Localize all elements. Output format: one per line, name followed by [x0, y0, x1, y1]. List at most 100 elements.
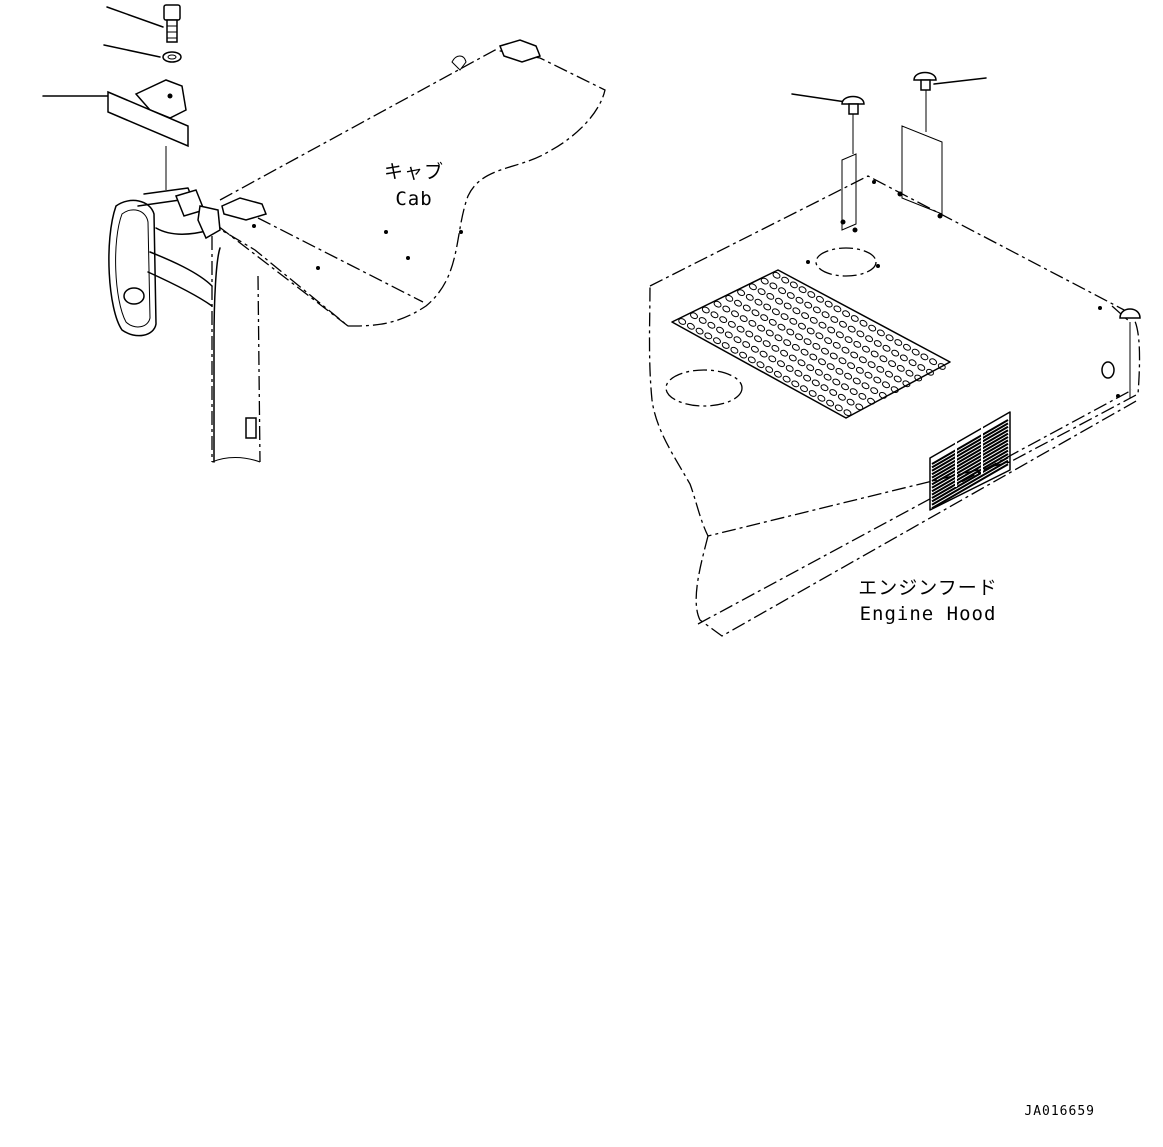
mesh-slot — [786, 292, 795, 299]
mesh-slot — [762, 340, 771, 347]
mesh-slot — [754, 298, 763, 306]
mesh-slot — [818, 358, 826, 366]
hood-latch — [1119, 308, 1141, 319]
mesh-slot — [835, 331, 844, 339]
bolt — [163, 4, 181, 43]
cab-assembly: キャブ Cab — [42, 4, 606, 463]
mesh-slot — [765, 366, 774, 373]
mesh-slot — [827, 326, 836, 334]
mesh-slot — [801, 312, 810, 319]
mesh-slot — [920, 353, 929, 361]
leader-line-washer — [103, 44, 161, 58]
louvre-slat — [931, 429, 1009, 476]
louvre-slat — [931, 436, 1009, 482]
hood-cap-right — [913, 71, 937, 91]
mesh-slot — [678, 318, 687, 325]
mesh-slot — [829, 389, 838, 396]
mesh-slot — [686, 322, 695, 330]
mesh-slot — [833, 305, 842, 313]
mesh-slot — [806, 364, 815, 371]
mesh-slot — [911, 348, 920, 356]
louvre-slat — [931, 439, 1009, 486]
mesh-slot — [903, 343, 911, 351]
mesh-slot — [873, 340, 882, 347]
mesh-slot — [778, 287, 787, 295]
mesh-slot — [759, 350, 768, 358]
mesh-slot — [773, 370, 782, 378]
mesh-slot — [747, 356, 756, 364]
mesh-slot — [788, 354, 797, 362]
mesh-slot — [716, 326, 725, 334]
mesh-slot — [722, 305, 731, 313]
mesh-slot — [742, 304, 751, 312]
mesh-slot — [926, 368, 934, 376]
mesh-slot — [780, 349, 789, 357]
mesh-slot — [701, 306, 710, 314]
mesh-slot — [809, 353, 818, 361]
mesh-slot — [820, 384, 829, 392]
mesh-slot — [736, 325, 745, 333]
mesh-slot — [698, 317, 707, 324]
mesh-slot — [771, 345, 780, 352]
mesh-slot — [804, 301, 813, 309]
mesh-slot — [704, 332, 713, 340]
mesh-slot — [815, 332, 824, 340]
mesh-slot — [853, 341, 862, 348]
mesh-slot — [783, 302, 792, 310]
mesh-slot — [859, 319, 868, 327]
mesh-slot — [768, 319, 777, 326]
mesh-slot — [899, 354, 908, 362]
mesh-slot — [846, 398, 855, 406]
engine-hood-label-ja: エンジンフード — [858, 577, 997, 599]
mesh-slot — [832, 342, 841, 349]
mesh-slot — [807, 291, 816, 298]
mesh-slot — [798, 322, 806, 330]
mesh-slot — [792, 307, 801, 315]
mesh-slot — [876, 329, 885, 337]
mesh-slot — [864, 371, 873, 379]
mesh-slot — [830, 316, 839, 323]
mesh-slot — [774, 334, 783, 342]
mesh-slot — [850, 315, 859, 322]
mesh-slot — [841, 346, 850, 354]
mesh-slot — [893, 375, 902, 383]
engine-hood-assembly: エンジンフード Engine Hood — [648, 71, 1141, 637]
mesh-slot — [937, 363, 946, 370]
mesh-slot — [890, 386, 899, 393]
louvre-slat — [931, 459, 1009, 506]
louvre-slat — [931, 446, 1009, 493]
mesh-slot — [832, 378, 841, 386]
washer — [162, 51, 182, 63]
mesh-slot — [858, 356, 867, 364]
mesh-slot — [731, 310, 739, 318]
mesh-slot — [756, 361, 765, 369]
hood-cap-left — [841, 95, 865, 115]
mesh-slot — [780, 313, 789, 320]
vent-grille — [671, 269, 951, 419]
mesh-slot — [809, 317, 818, 324]
mesh-slot — [769, 282, 778, 290]
mesh-slot — [852, 377, 861, 385]
mesh-slot — [847, 362, 856, 369]
mesh-slot — [713, 300, 722, 308]
mesh-slot — [710, 311, 719, 319]
mesh-slot — [849, 388, 858, 395]
mesh-slot — [870, 387, 879, 394]
mesh-slot — [789, 318, 798, 325]
mesh-slot — [816, 295, 824, 303]
cab-label-en: Cab — [395, 188, 432, 210]
mesh-slot — [821, 311, 830, 319]
mesh-slot — [894, 339, 903, 346]
mesh-slot — [867, 397, 876, 405]
mesh-slot — [847, 325, 856, 333]
mesh-slot — [861, 382, 870, 390]
leader-line-cap-left — [791, 93, 847, 103]
mesh-slot — [777, 323, 786, 331]
mesh-slot — [835, 368, 844, 375]
louvre-slat — [931, 422, 1009, 469]
mesh-slot — [855, 403, 864, 411]
mesh-slot — [842, 310, 851, 318]
mesh-slot — [891, 349, 900, 357]
mesh-slot — [818, 321, 827, 329]
mesh-slot — [862, 345, 870, 353]
